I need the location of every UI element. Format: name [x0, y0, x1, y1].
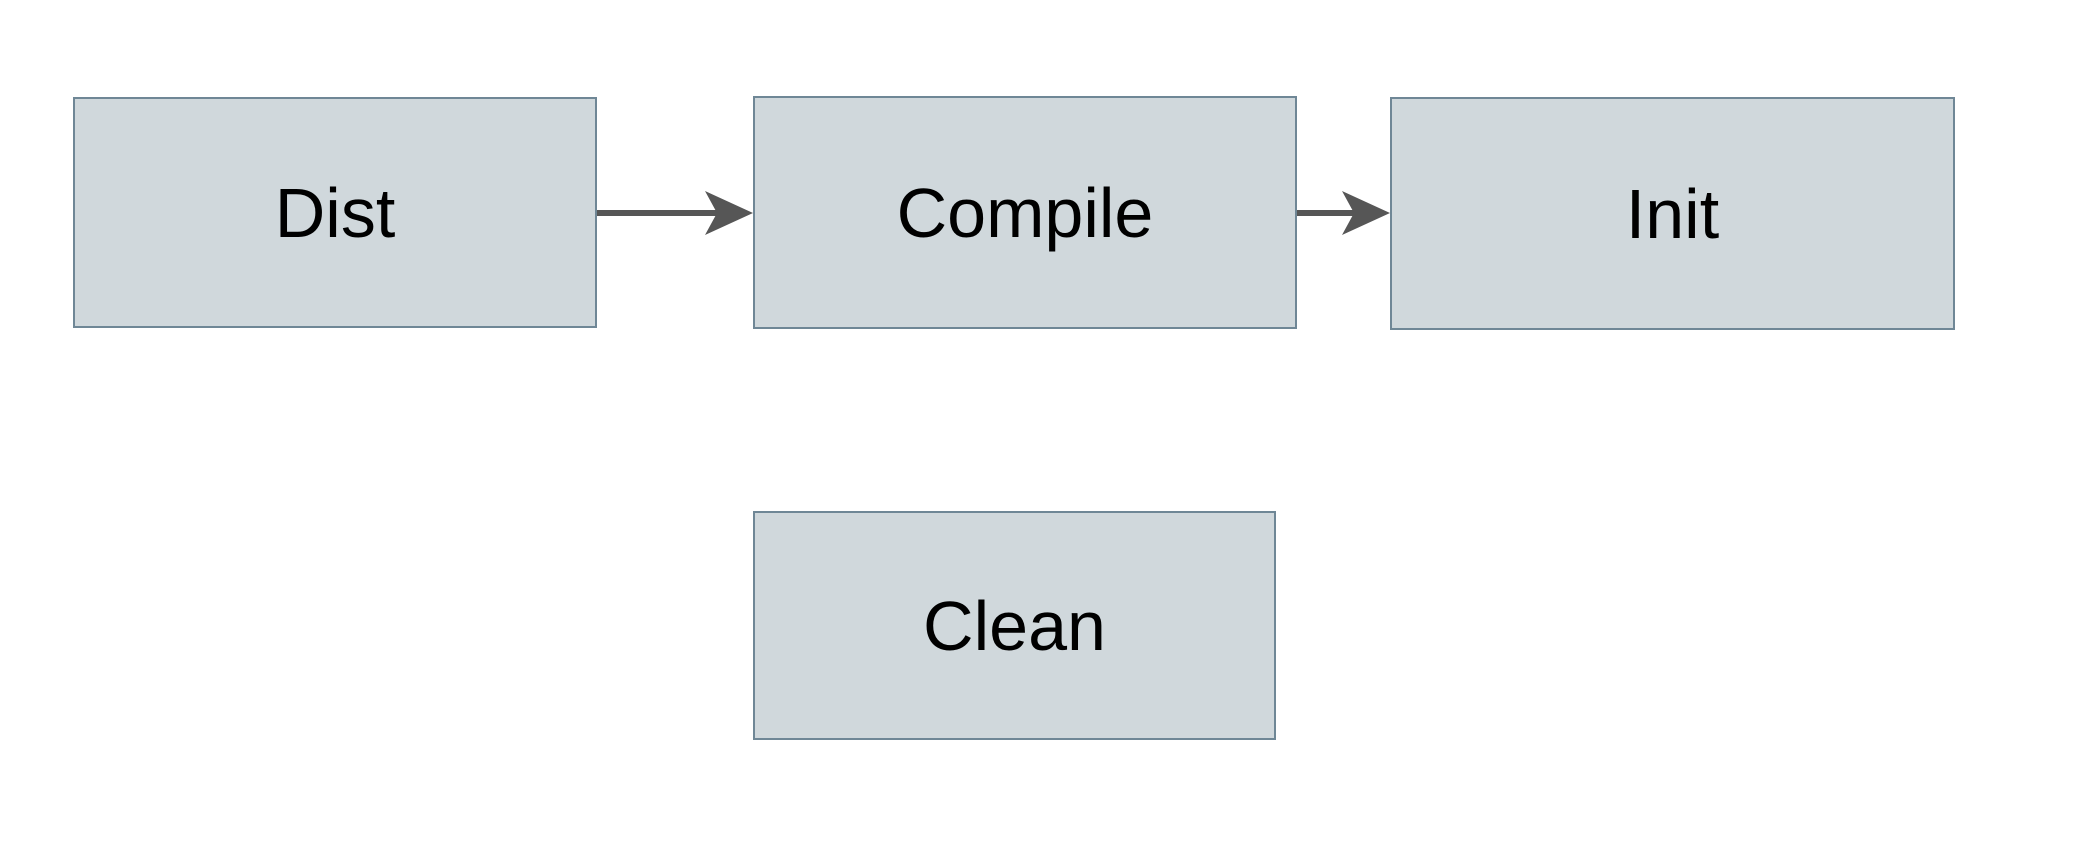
- node-clean-label: Clean: [923, 586, 1106, 665]
- node-compile-label: Compile: [896, 173, 1154, 252]
- node-dist[interactable]: Dist: [73, 97, 597, 328]
- node-init[interactable]: Init: [1390, 97, 1955, 330]
- edge-compile-to-init[interactable]: [1297, 191, 1390, 235]
- node-clean[interactable]: Clean: [753, 511, 1276, 740]
- node-dist-label: Dist: [274, 173, 396, 252]
- edge-dist-to-compile[interactable]: [597, 191, 753, 235]
- node-compile[interactable]: Compile: [753, 96, 1297, 329]
- node-init-label: Init: [1625, 174, 1720, 253]
